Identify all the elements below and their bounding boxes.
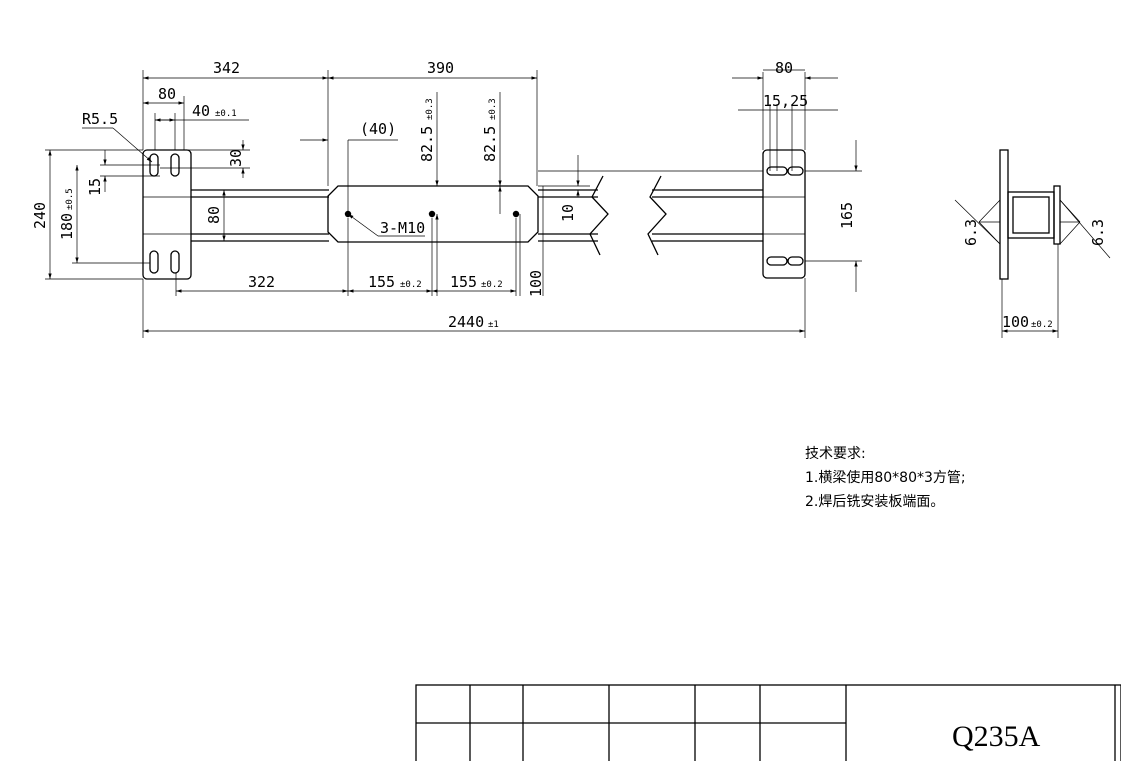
dim-322: 322 — [248, 273, 275, 291]
dim-825-a-tol: ±0.3 — [425, 98, 435, 120]
slot-hole — [766, 256, 788, 266]
m10-hole — [428, 210, 436, 218]
dim-40: 40 — [192, 102, 210, 120]
center-block — [327, 185, 539, 243]
dim-825-b-tol: ±0.3 — [488, 98, 498, 120]
slot-hole — [149, 250, 159, 274]
dim-30: 30 — [227, 149, 245, 167]
dim-80-right: 80 — [775, 59, 793, 77]
dim-825-a: 82.5 — [418, 126, 436, 162]
weld-size-right: 6.3 — [1089, 219, 1107, 246]
technical-requirements: 技术要求: 1.横梁使用80*80*3方管; 2.焊后铣安装板端面。 — [805, 446, 966, 510]
slot-hole — [170, 153, 180, 177]
break-mark — [589, 175, 609, 256]
weld-symbol-right — [1059, 199, 1081, 245]
slot-hole — [170, 250, 180, 274]
dim-240: 240 — [31, 202, 49, 229]
dim-155-a: 155 — [368, 273, 395, 291]
dim-2440: 2440 — [448, 313, 484, 331]
dim-155-b: 155 — [450, 273, 477, 291]
dim-10: 10 — [559, 204, 577, 222]
side-view: 6.3 6.3 100 ±0.2 — [954, 149, 1111, 338]
dim-342: 342 — [213, 59, 240, 77]
weld-size-left: 6.3 — [962, 219, 980, 246]
side-plate-right — [1053, 185, 1061, 245]
title-block: Q235A — [415, 684, 1121, 761]
dim-180: 180 — [58, 213, 76, 240]
notes-line-2: 2.焊后铣安装板端面。 — [805, 494, 944, 510]
weld-symbol-left — [978, 199, 1001, 245]
dimension-lines — [45, 69, 862, 338]
dim-155-b-tol: ±0.2 — [481, 280, 503, 290]
dim-80-top: 80 — [158, 85, 176, 103]
dim-100-side: 100 — [1002, 313, 1029, 331]
slot-hole — [787, 166, 804, 176]
material-label: Q235A — [952, 720, 1041, 753]
dim-40-tol: ±0.1 — [215, 109, 237, 119]
label-3-m10: 3-M10 — [380, 219, 425, 237]
tube-section-outer — [1007, 191, 1055, 239]
dim-15-25: 15,25 — [763, 92, 808, 110]
dim-155-a-tol: ±0.2 — [400, 280, 422, 290]
dim-r55: R5.5 — [82, 110, 118, 128]
dim-15: 15 — [86, 178, 104, 196]
dim-390: 390 — [427, 59, 454, 77]
dim-40-paren: (40) — [360, 120, 396, 138]
dim-165: 165 — [838, 202, 856, 229]
notes-line-1: 1.横梁使用80*80*3方管; — [805, 469, 966, 486]
break-mark — [647, 175, 667, 256]
dim-100-vertical: 100 — [527, 270, 545, 297]
right-mounting-plate — [762, 149, 806, 279]
dim-80-mid: 80 — [205, 206, 223, 224]
dim-100-side-tol: ±0.2 — [1031, 320, 1053, 330]
tube-section-inner — [1012, 196, 1050, 234]
main-beam-view — [142, 149, 806, 280]
dim-2440-tol: ±1 — [488, 320, 499, 330]
m10-hole — [512, 210, 520, 218]
dim-825-b: 82.5 — [481, 126, 499, 162]
dimension-labels: 342 390 80 40 ±0.1 R5.5 (40) 82.5 ±0.3 8… — [31, 59, 856, 331]
side-plate — [999, 149, 1009, 280]
dim-180-tol: ±0.5 — [65, 188, 75, 210]
slot-hole — [787, 256, 804, 266]
notes-title: 技术要求: — [805, 446, 866, 462]
